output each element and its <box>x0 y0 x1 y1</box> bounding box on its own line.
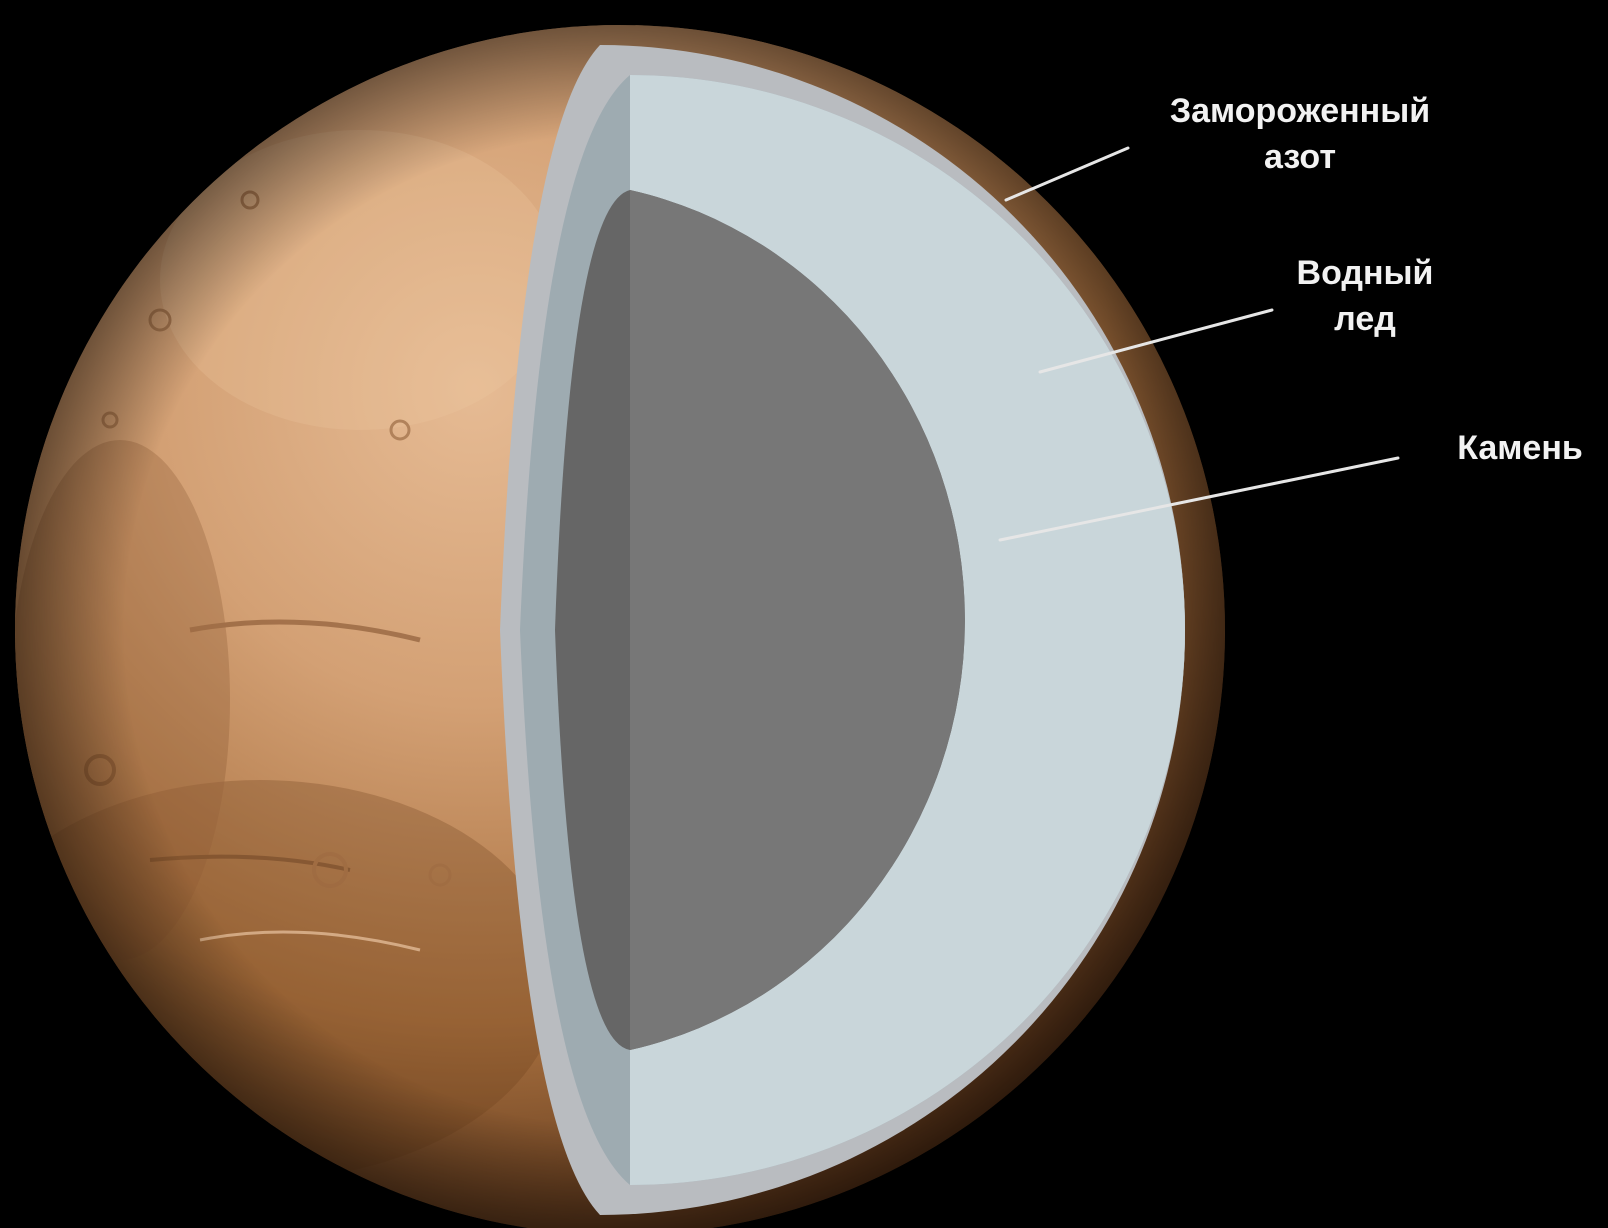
label-water-ice-line2: лед <box>1334 300 1396 338</box>
label-frozen-nitrogen-line2: азот <box>1264 138 1336 176</box>
label-rock: Камень <box>1440 425 1600 471</box>
label-frozen-nitrogen: Замороженный азот <box>1140 88 1460 180</box>
label-water-ice: Водный лед <box>1260 250 1470 342</box>
rock-core <box>555 190 965 1050</box>
label-rock-line1: Камень <box>1457 429 1583 467</box>
leader-line-rock <box>998 456 1400 542</box>
leader-line-water-ice <box>1038 308 1274 374</box>
label-water-ice-line1: Водный <box>1296 254 1434 292</box>
leader-line-nitrogen <box>1004 146 1130 202</box>
leader-lines <box>998 146 1400 542</box>
label-frozen-nitrogen-line1: Замороженный <box>1169 92 1431 130</box>
